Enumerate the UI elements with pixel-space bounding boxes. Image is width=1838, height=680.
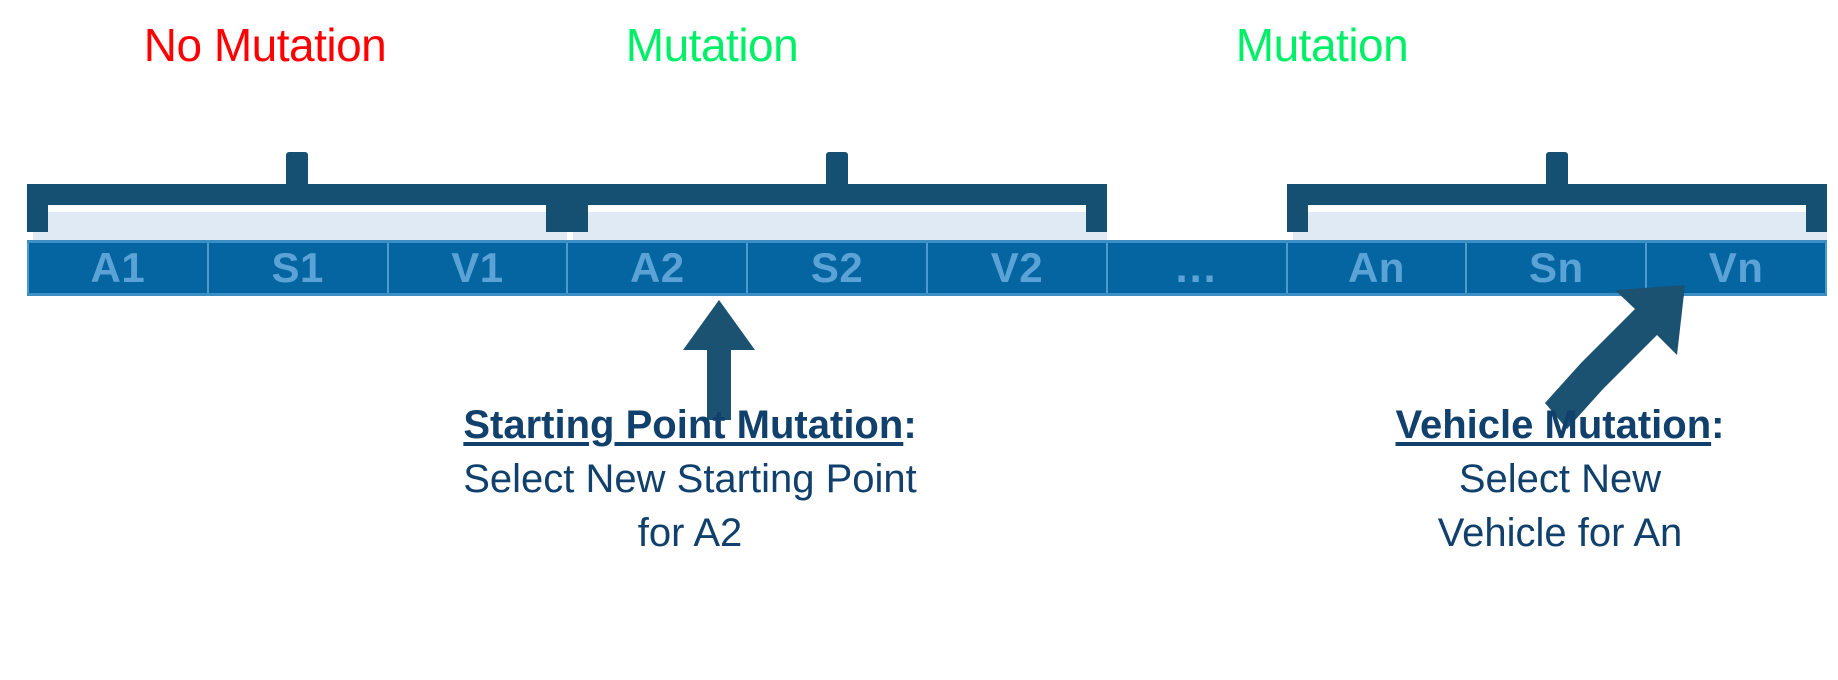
arrow-to-vn [1545,285,1685,429]
bracket-tick-2 [826,152,848,192]
gene-label: A2 [629,244,685,291]
bracket-band-1 [33,212,567,240]
callout-title-text: Starting Point Mutation [463,403,904,447]
gene-cell-sn[interactable]: Sn [1467,243,1648,293]
category-label-mutation-2: Mutation [1235,19,1409,71]
bracket-crossbar-3 [1287,184,1827,205]
bracket-band-2 [573,212,1107,240]
gene-cell-v1[interactable]: V1 [388,243,569,293]
gene-cell-s1[interactable]: S1 [208,243,389,293]
callout-title: Vehicle Mutation: [1396,403,1725,447]
bracket-band-3 [1293,212,1827,240]
bracket-leg-left-3 [1287,184,1308,232]
callout-body-line-1: Select New Starting Point [463,457,917,501]
bracket-tick-1 [286,152,308,192]
callout-title-colon: : [1711,403,1725,447]
gene-label: Sn [1528,244,1584,291]
gene-label: An [1347,244,1405,291]
callout-title-colon: : [903,403,917,447]
callout-vehicle-mutation: Vehicle Mutation: Select New Vehicle for… [1330,398,1790,560]
chromosome-bar: A1 S1 V1 A2 S2 V2 … An Sn Vn [27,240,1827,296]
callout-starting-point-mutation: Starting Point Mutation: Select New Star… [380,398,1000,560]
category-label-no-mutation: No Mutation [143,19,387,71]
gene-label: Vn [1708,244,1764,291]
gene-label: V2 [990,244,1044,291]
gene-label: V1 [451,244,504,291]
gene-cell-an[interactable]: An [1287,243,1468,293]
callout-body-line-2: for A2 [637,511,743,555]
gene-cell-a1[interactable]: A1 [27,243,209,293]
gene-label: S1 [271,244,324,291]
gene-cell-v2[interactable]: V2 [927,243,1108,293]
gene-label: … [1173,243,1220,292]
gene-label: S2 [810,244,864,291]
gene-cell-ellipsis: … [1107,243,1288,293]
bracket-tick-3 [1546,152,1568,192]
gene-cell-s2[interactable]: S2 [748,243,928,293]
callout-title: Starting Point Mutation: [463,403,916,447]
gene-cell-a2[interactable]: A2 [568,243,749,293]
bracket-crossbar-2 [567,184,1107,205]
bracket-leg-left-1 [27,184,48,232]
bracket-crossbar-1 [27,184,567,205]
gene-cell-vn[interactable]: Vn [1647,243,1827,293]
bracket-group-1 [27,152,567,232]
category-label-mutation-1: Mutation [625,19,799,71]
arrow-to-s2 [683,300,755,420]
bracket-group-3 [1287,152,1827,232]
callout-title-text: Vehicle Mutation [1395,403,1712,447]
bracket-group-2 [567,152,1107,232]
callout-body-line-2: Vehicle for An [1437,511,1683,555]
gene-label: A1 [90,244,146,291]
bracket-leg-right-1 [546,184,567,232]
callout-body-line-1: Select New [1458,457,1662,501]
bracket-leg-right-2 [1086,184,1107,232]
bracket-leg-left-2 [567,184,588,232]
bracket-leg-right-3 [1806,184,1827,232]
